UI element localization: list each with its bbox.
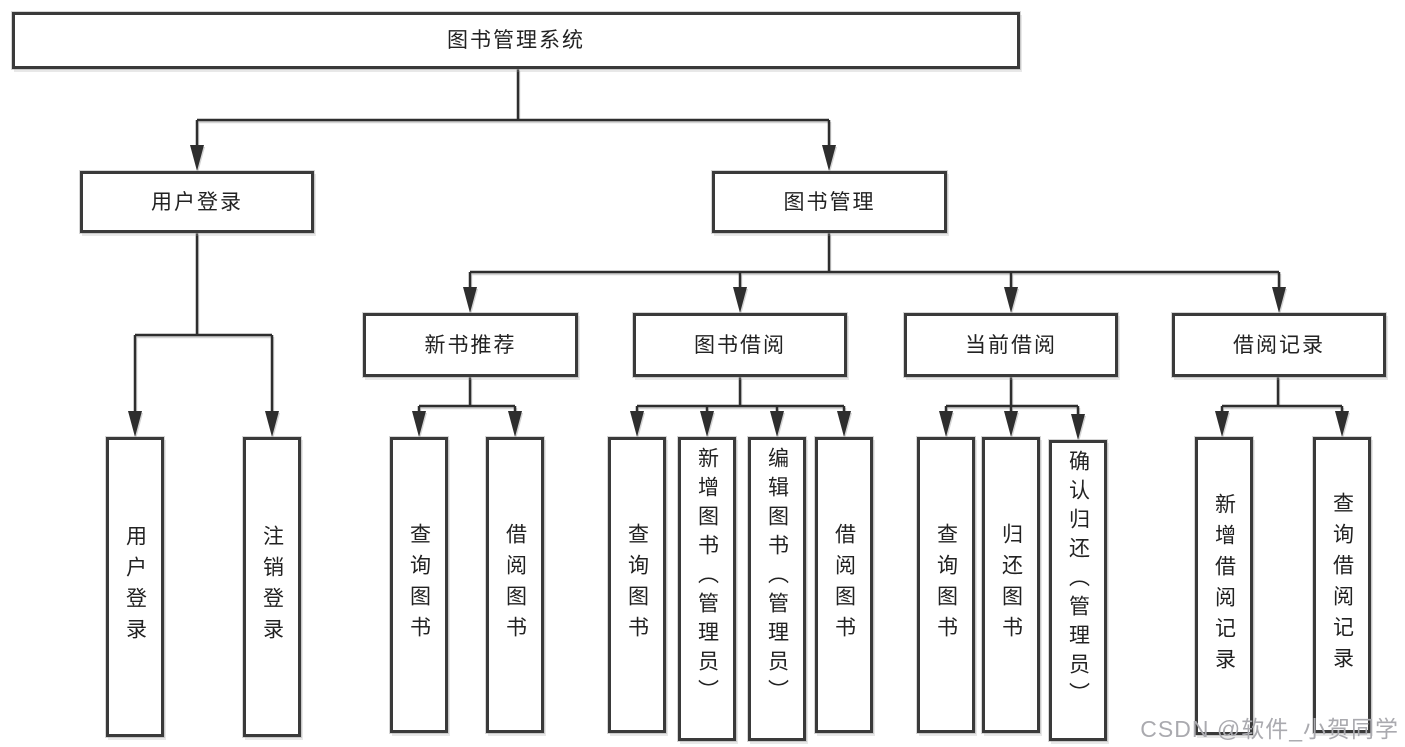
leaf-confirm-return-admin-label: 确认归还（管理员） xyxy=(1066,450,1090,711)
node-root-label: 图书管理系统 xyxy=(447,29,585,52)
node-current-borrowing: 当前借阅 xyxy=(904,313,1118,377)
connector-current-borrowing xyxy=(939,377,1085,440)
node-user-login: 用户登录 xyxy=(80,171,314,233)
leaf-confirm-return-admin: 确认归还（管理员） xyxy=(1049,440,1107,741)
arrow-down-icon xyxy=(1215,411,1229,437)
arrow-down-icon xyxy=(733,287,747,313)
node-book-management-label: 图书管理 xyxy=(783,190,876,214)
arrow-down-icon xyxy=(770,411,784,437)
arrow-down-icon xyxy=(630,411,644,437)
leaf-borrow-books-borrowing-label: 借阅图书 xyxy=(832,523,856,647)
connector-borrowing-records xyxy=(1215,377,1349,437)
leaf-query-books-borrowing-label: 查询图书 xyxy=(625,523,649,647)
leaf-query-borrow-record-label: 查询借阅记录 xyxy=(1330,492,1354,678)
arrow-down-icon xyxy=(190,145,204,171)
leaf-logout-label: 注销登录 xyxy=(260,525,284,649)
connector-new-book-recommend xyxy=(412,377,522,437)
node-root: 图书管理系统 xyxy=(12,12,1020,69)
node-book-borrowing: 图书借阅 xyxy=(633,313,847,377)
connector-root xyxy=(190,69,836,171)
leaf-return-books: 归还图书 xyxy=(982,437,1040,733)
node-borrowing-records-label: 借阅记录 xyxy=(1233,333,1325,357)
arrow-down-icon xyxy=(1071,414,1085,440)
leaf-logout: 注销登录 xyxy=(243,437,301,737)
leaf-query-books-recommend: 查询图书 xyxy=(390,437,448,733)
node-borrowing-records: 借阅记录 xyxy=(1172,313,1386,377)
node-new-book-recommend: 新书推荐 xyxy=(363,313,578,377)
leaf-add-books-admin-label: 新增图书（管理员） xyxy=(695,447,719,708)
leaf-borrow-books-borrowing: 借阅图书 xyxy=(815,437,873,733)
leaf-query-books-borrowing: 查询图书 xyxy=(608,437,666,733)
node-book-management: 图书管理 xyxy=(712,171,947,233)
node-user-login-label: 用户登录 xyxy=(151,190,243,214)
leaf-edit-books-admin: 编辑图书（管理员） xyxy=(748,437,806,741)
arrow-down-icon xyxy=(128,411,142,437)
arrow-down-icon xyxy=(265,411,279,437)
arrow-down-icon xyxy=(1335,411,1349,437)
leaf-add-borrow-record: 新增借阅记录 xyxy=(1195,437,1253,735)
arrow-down-icon xyxy=(700,411,714,437)
connector-book-borrowing xyxy=(630,377,851,437)
arrow-down-icon xyxy=(1004,411,1018,437)
arrow-down-icon xyxy=(1004,287,1018,313)
arrow-down-icon xyxy=(939,411,953,437)
arrow-down-icon xyxy=(412,411,426,437)
leaf-edit-books-admin-label: 编辑图书（管理员） xyxy=(765,447,789,708)
arrow-down-icon xyxy=(508,411,522,437)
arrow-down-icon xyxy=(837,411,851,437)
leaf-query-books-recommend-label: 查询图书 xyxy=(407,523,431,647)
leaf-user-login: 用户登录 xyxy=(106,437,164,737)
arrow-down-icon xyxy=(822,145,836,171)
arrow-down-icon xyxy=(463,287,477,313)
csdn-watermark: CSDN @软件_小贺同学 xyxy=(1140,716,1399,742)
connector-book-management xyxy=(463,233,1286,313)
node-new-book-recommend-label: 新书推荐 xyxy=(424,333,517,357)
leaf-query-borrow-record: 查询借阅记录 xyxy=(1313,437,1371,733)
leaf-borrow-books-recommend-label: 借阅图书 xyxy=(503,523,527,647)
connector-user-login xyxy=(128,233,279,437)
arrow-down-icon xyxy=(1272,287,1286,313)
leaf-return-books-label: 归还图书 xyxy=(999,523,1023,647)
node-book-borrowing-label: 图书借阅 xyxy=(694,333,786,357)
leaf-user-login-label: 用户登录 xyxy=(123,525,147,649)
leaf-query-books-current: 查询图书 xyxy=(917,437,975,733)
node-current-borrowing-label: 当前借阅 xyxy=(965,333,1057,357)
leaf-query-books-current-label: 查询图书 xyxy=(934,523,958,647)
leaf-borrow-books-recommend: 借阅图书 xyxy=(486,437,544,733)
leaf-add-books-admin: 新增图书（管理员） xyxy=(678,437,736,741)
leaf-add-borrow-record-label: 新增借阅记录 xyxy=(1212,493,1236,679)
